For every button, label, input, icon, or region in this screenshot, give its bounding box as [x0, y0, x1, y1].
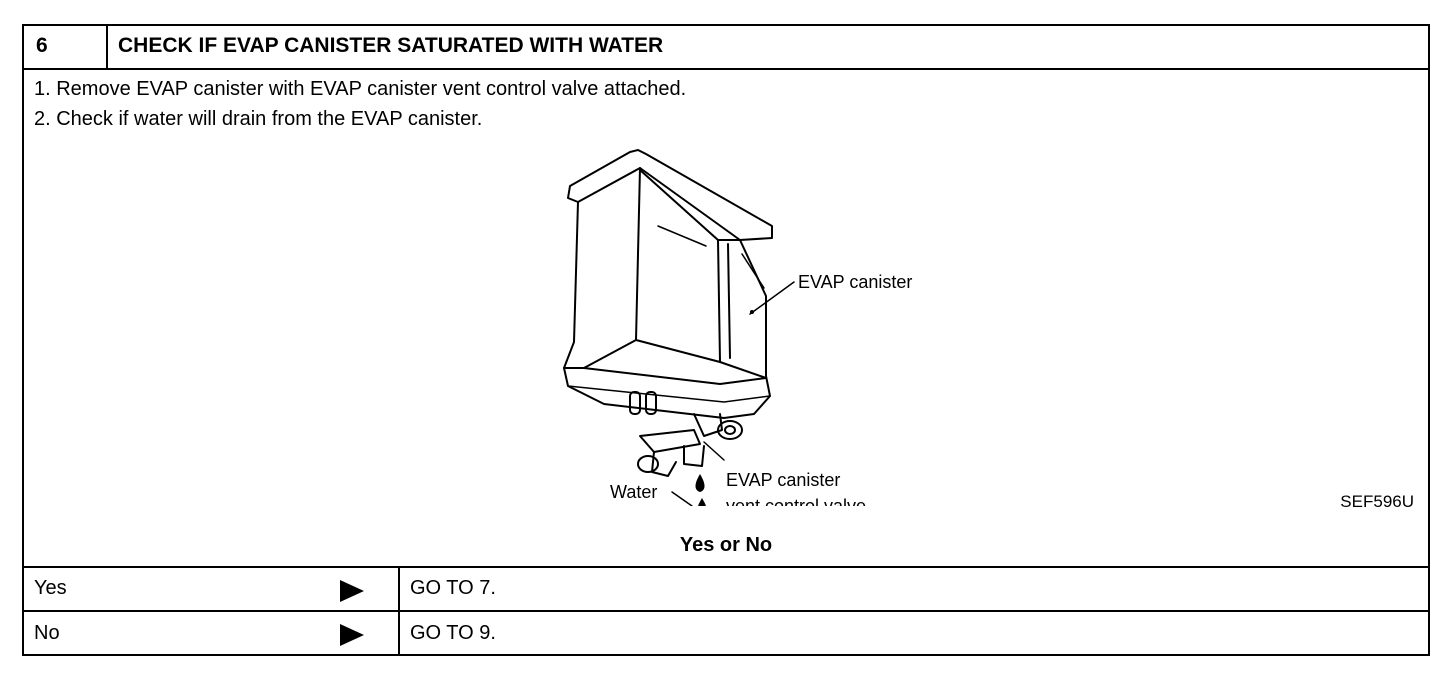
instruction-1: 1. Remove EVAP canister with EVAP canist…	[34, 78, 687, 100]
figure-code: SEF596U	[1340, 492, 1414, 511]
answer-result: GO TO 9.	[410, 622, 496, 644]
canister-stub-left	[629, 391, 641, 415]
evap-canister-figure: EVAP canister EVAP canister vent control…	[563, 149, 912, 506]
water-drop-icon	[695, 474, 705, 492]
diagnostic-step-table: 6 CHECK IF EVAP CANISTER SATURATED WITH …	[22, 24, 1430, 656]
step-number: 6	[36, 34, 48, 57]
canister-top-rim	[567, 149, 773, 241]
answer-result: GO TO 7.	[410, 577, 496, 599]
label-water: Water	[610, 482, 657, 502]
label-evap-canister: EVAP canister	[798, 272, 912, 292]
label-valve-line1: EVAP canister	[726, 470, 840, 490]
canister-leader-line	[749, 281, 795, 315]
valve-body	[693, 413, 723, 437]
step-title: CHECK IF EVAP CANISTER SATURATED WITH WA…	[118, 34, 664, 57]
yes-no-heading: Yes or No	[679, 534, 773, 556]
valve-leader-line	[703, 441, 725, 461]
answer-label: No	[34, 622, 60, 644]
header-rule	[24, 68, 1428, 70]
instruction-2: 2. Check if water will drain from the EV…	[34, 108, 483, 130]
answers-middle-rule	[24, 610, 1428, 612]
water-leader-line	[671, 491, 693, 506]
header-divider	[106, 26, 108, 68]
canister-body	[563, 201, 771, 419]
right-triangle-icon	[340, 580, 364, 602]
valve-port-left	[637, 455, 659, 473]
label-valve-line2: vent control valve	[726, 496, 866, 506]
water-drop-icon	[698, 498, 706, 506]
answer-label: Yes	[34, 577, 67, 599]
right-triangle-icon	[340, 624, 364, 646]
valve-drain-tube	[683, 445, 705, 467]
answers-top-rule	[24, 566, 1428, 568]
canister-stub-right	[645, 391, 657, 415]
